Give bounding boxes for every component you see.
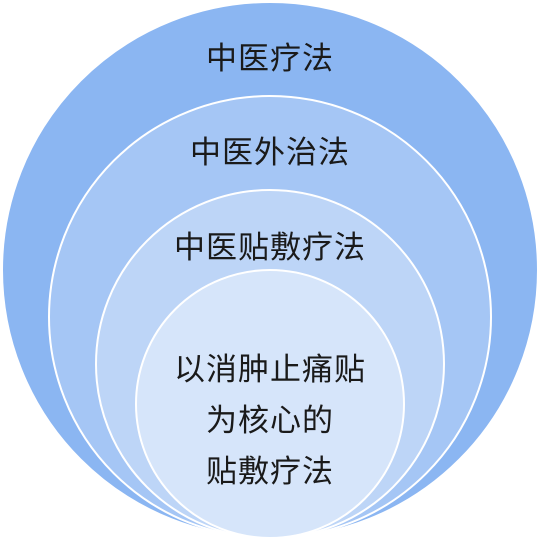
core-label-line-3: 贴敷疗法 [206,454,334,490]
core-label-line-1: 以消肿止痛贴 [174,352,366,388]
circle-layer-4 [135,269,405,539]
layer-1-label: 中医疗法 [206,41,334,77]
layer-2-label: 中医外治法 [190,135,350,171]
core-label-line-2: 为核心的 [206,403,334,439]
layer-3-label: 中医贴敷疗法 [174,230,366,266]
